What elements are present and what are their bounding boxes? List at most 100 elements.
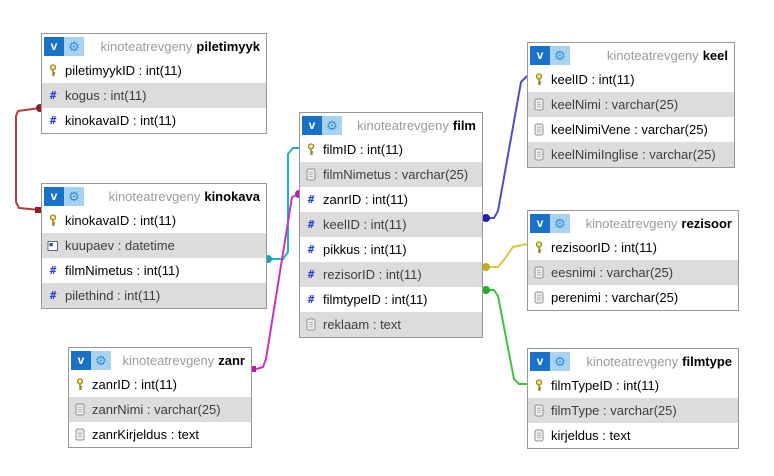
column-type-icon-wrap: # [46, 289, 60, 302]
primary-key-icon [76, 378, 84, 390]
primary-key-icon [307, 143, 315, 155]
relation-endpoint-circle [482, 263, 490, 271]
table-name: rezisoor [681, 215, 732, 231]
text-column-icon [75, 403, 85, 416]
column-row-kinokava-1[interactable]: kuupaev : datetime [42, 233, 266, 258]
table-options-gear-icon[interactable]: ⚙ [64, 36, 84, 56]
column-row-kinokava-3[interactable]: #pilethind : int(11) [42, 283, 266, 308]
column-row-filmtype-1[interactable]: filmType : varchar(25) [528, 398, 738, 423]
toggle-columns-icon[interactable]: v [530, 45, 550, 65]
column-row-keel-3[interactable]: keelNimiInglise : varchar(25) [528, 142, 734, 167]
relation-line-film.filmtypeID-filmtype.filmTypeID[interactable] [484, 289, 527, 385]
toggle-columns-icon[interactable]: v [44, 36, 64, 56]
numeric-column-icon: # [307, 193, 315, 206]
column-row-film-3[interactable]: # keelID : int(11) [300, 212, 482, 237]
numeric-column-icon: # [307, 293, 315, 306]
relation-line-piletimyyk.kinokavaID-kinokava.kinokavaID[interactable] [15, 107, 41, 211]
column-row-piletimyyk-2[interactable]: #kinokavaID : int(11) [42, 108, 266, 133]
column-row-filmtype-2[interactable]: kirjeldus : text [528, 423, 738, 448]
column-label: filmType : varchar(25) [551, 403, 677, 418]
text-column-icon [306, 318, 316, 331]
table-name: piletimyyk [196, 38, 260, 54]
column-row-piletimyyk-0[interactable]: piletimyykID : int(11) [42, 58, 266, 83]
column-row-rezisoor-1[interactable]: eesnimi : varchar(25) [528, 260, 738, 285]
column-type-icon-wrap [532, 266, 546, 279]
table-options-gear-icon[interactable]: ⚙ [550, 213, 570, 233]
table-name: film [452, 117, 476, 133]
toggle-columns-icon[interactable]: v [530, 213, 550, 233]
relation-line-zanr.zanrID-film.zanrID[interactable] [252, 193, 301, 371]
column-type-icon-wrap: # [46, 264, 60, 277]
column-type-icon-wrap [73, 403, 87, 416]
database-name: kinoteatrevgeny [357, 117, 449, 133]
column-row-zanr-2[interactable]: zanrKirjeldus : text [69, 422, 251, 447]
column-type-icon-wrap: # [304, 218, 318, 231]
table-options-gear-icon[interactable]: ⚙ [322, 115, 342, 135]
relation-line-film.keelID-keel.keelID[interactable] [484, 75, 528, 219]
column-row-kinokava-0[interactable]: kinokavaID : int(11) [42, 208, 266, 233]
column-label: keelID : int(11) [323, 217, 407, 232]
primary-key-icon [535, 241, 543, 253]
column-row-film-2[interactable]: #zanrID : int(11) [300, 187, 482, 212]
column-label: filmNimetus : varchar(25) [323, 167, 469, 182]
relation-line-kinokava.filmNimetus-film.filmID[interactable] [267, 147, 300, 260]
database-name: kinoteatrevgeny [100, 38, 193, 54]
table-options-gear-icon[interactable]: ⚙ [91, 350, 111, 370]
column-row-film-6[interactable]: #filmtypeID : int(11) [300, 287, 482, 312]
column-type-icon-wrap [532, 379, 546, 392]
table-options-gear-icon[interactable]: ⚙ [550, 351, 570, 371]
column-row-filmtype-0[interactable]: filmTypeID : int(11) [528, 373, 738, 398]
column-type-icon-wrap [46, 64, 60, 77]
column-row-film-5[interactable]: #rezisorID : int(11) [300, 262, 482, 287]
column-row-rezisoor-2[interactable]: perenimi : varchar(25) [528, 285, 738, 310]
column-row-piletimyyk-1[interactable]: #kogus : int(11) [42, 83, 266, 108]
column-row-keel-1[interactable]: keelNimi : varchar(25) [528, 92, 734, 117]
column-row-film-4[interactable]: #pikkus : int(11) [300, 237, 482, 262]
column-type-icon-wrap [73, 378, 87, 391]
column-row-kinokava-2[interactable]: #filmNimetus : int(11) [42, 258, 266, 283]
text-column-icon [534, 123, 544, 136]
primary-key-icon [535, 379, 543, 391]
text-column-icon [75, 428, 85, 441]
table-options-gear-icon[interactable]: ⚙ [550, 45, 570, 65]
column-row-zanr-1[interactable]: zanrNimi : varchar(25) [69, 397, 251, 422]
column-type-icon-wrap [532, 73, 546, 86]
column-row-film-1[interactable]: filmNimetus : varchar(25) [300, 162, 482, 187]
relation-line-film.rezisorID-rezisoor.rezisoorID[interactable] [484, 243, 528, 268]
table-options-gear-icon[interactable]: ⚙ [64, 186, 84, 206]
toggle-columns-icon[interactable]: v [530, 351, 550, 371]
text-column-icon [534, 404, 544, 417]
column-row-film-7[interactable]: reklaam : text [300, 312, 482, 337]
column-row-keel-2[interactable]: keelNimiVene : varchar(25) [528, 117, 734, 142]
numeric-column-icon: # [49, 289, 57, 302]
toggle-columns-icon[interactable]: v [302, 115, 322, 135]
column-row-keel-0[interactable]: keelID : int(11) [528, 67, 734, 92]
relation-endpoint-circle [482, 286, 490, 294]
text-column-icon [534, 98, 544, 111]
column-row-zanr-0[interactable]: zanrID : int(11) [69, 372, 251, 397]
column-row-film-0[interactable]: filmID : int(11) [300, 137, 482, 162]
toggle-columns-icon[interactable]: v [44, 186, 64, 206]
toggle-columns-icon[interactable]: v [71, 350, 91, 370]
text-column-icon [534, 148, 544, 161]
column-row-rezisoor-0[interactable]: rezisoorID : int(11) [528, 235, 738, 260]
column-type-icon-wrap [532, 429, 546, 442]
text-column-icon [534, 266, 544, 279]
numeric-column-icon: # [49, 89, 57, 102]
